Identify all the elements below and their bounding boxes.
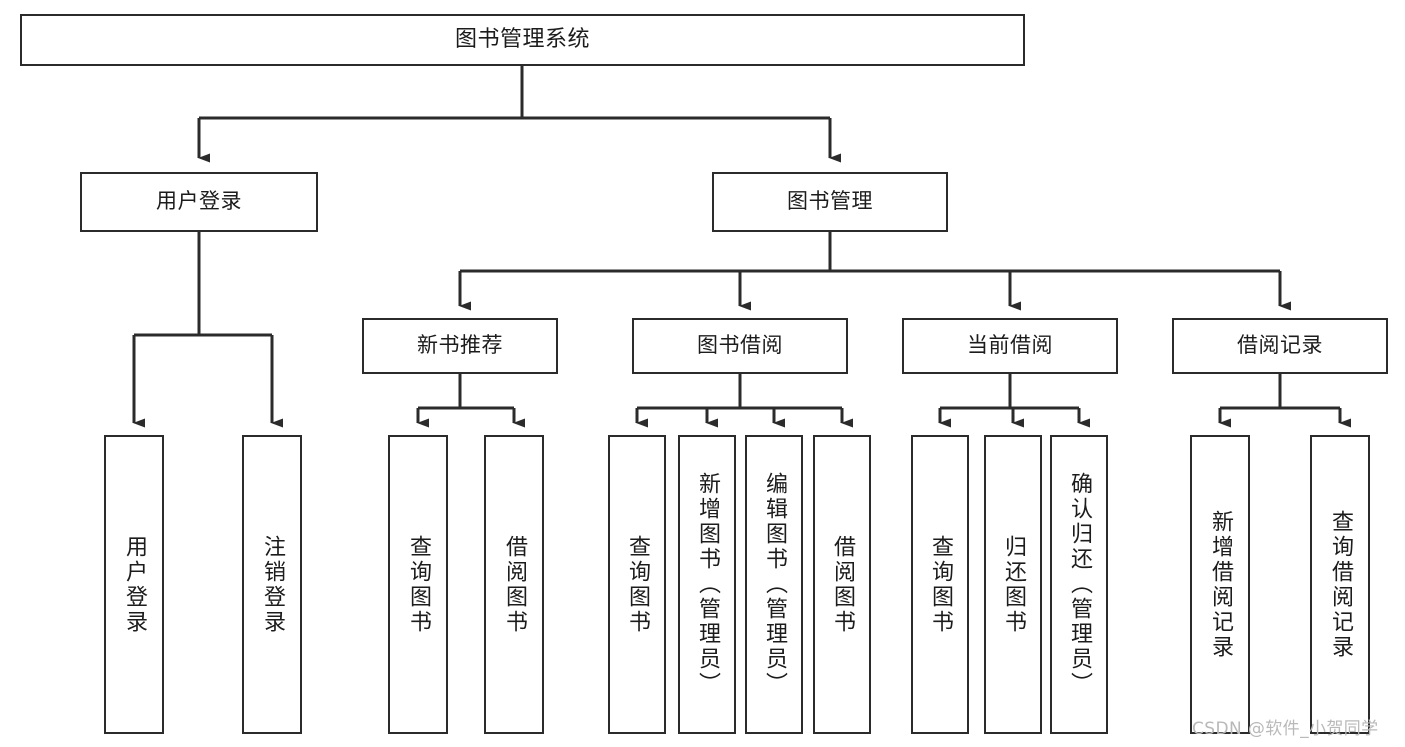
node-leaf-return-book-label: 归还图书 [1001, 534, 1026, 635]
watermark-text: CSDN @软件_小贺同学 [1192, 719, 1379, 739]
node-leaf-logout-label: 注销登录 [260, 534, 285, 635]
node-new-book-recommend-label: 新书推荐 [417, 333, 503, 358]
node-leaf-edit-book[interactable]: 编辑图书（管理员） [745, 435, 803, 734]
node-leaf-query-book-recommend[interactable]: 查询图书 [388, 435, 448, 734]
node-root-label: 图书管理系统 [454, 26, 590, 52]
node-leaf-query-borrow-record[interactable]: 查询借阅记录 [1310, 435, 1370, 734]
node-leaf-borrow-book-recommend[interactable]: 借阅图书 [484, 435, 544, 734]
node-current-borrow[interactable]: 当前借阅 [902, 318, 1118, 374]
node-book-management[interactable]: 图书管理 [712, 172, 948, 232]
node-leaf-user-login[interactable]: 用户登录 [104, 435, 164, 734]
node-user-login-label: 用户登录 [156, 189, 242, 214]
node-leaf-confirm-return-label: 确认归还（管理员） [1067, 472, 1092, 697]
node-leaf-query-book-borrow-label: 查询图书 [625, 534, 650, 635]
node-leaf-query-book-current[interactable]: 查询图书 [911, 435, 969, 734]
node-leaf-query-book-borrow[interactable]: 查询图书 [608, 435, 666, 734]
node-current-borrow-label: 当前借阅 [967, 333, 1053, 358]
node-leaf-query-book-recommend-label: 查询图书 [406, 534, 431, 635]
node-leaf-query-book-current-label: 查询图书 [928, 534, 953, 635]
node-borrow-record[interactable]: 借阅记录 [1172, 318, 1388, 374]
node-root[interactable]: 图书管理系统 [20, 14, 1025, 66]
node-user-login[interactable]: 用户登录 [80, 172, 318, 232]
node-book-borrow-label: 图书借阅 [697, 333, 783, 358]
node-leaf-query-borrow-record-label: 查询借阅记录 [1328, 509, 1353, 660]
node-leaf-return-book[interactable]: 归还图书 [984, 435, 1042, 734]
node-leaf-add-book[interactable]: 新增图书（管理员） [678, 435, 736, 734]
node-leaf-borrow-book-label: 借阅图书 [830, 534, 855, 635]
node-borrow-record-label: 借阅记录 [1237, 333, 1323, 358]
node-new-book-recommend[interactable]: 新书推荐 [362, 318, 558, 374]
node-leaf-borrow-book[interactable]: 借阅图书 [813, 435, 871, 734]
node-leaf-add-book-label: 新增图书（管理员） [695, 472, 720, 697]
node-leaf-user-login-label: 用户登录 [122, 534, 147, 635]
node-leaf-logout[interactable]: 注销登录 [242, 435, 302, 734]
node-leaf-borrow-book-recommend-label: 借阅图书 [502, 534, 527, 635]
node-leaf-edit-book-label: 编辑图书（管理员） [762, 472, 787, 697]
node-leaf-add-borrow-record[interactable]: 新增借阅记录 [1190, 435, 1250, 734]
node-leaf-add-borrow-record-label: 新增借阅记录 [1208, 509, 1233, 660]
node-book-management-label: 图书管理 [787, 189, 873, 214]
node-book-borrow[interactable]: 图书借阅 [632, 318, 848, 374]
node-leaf-confirm-return[interactable]: 确认归还（管理员） [1050, 435, 1108, 734]
